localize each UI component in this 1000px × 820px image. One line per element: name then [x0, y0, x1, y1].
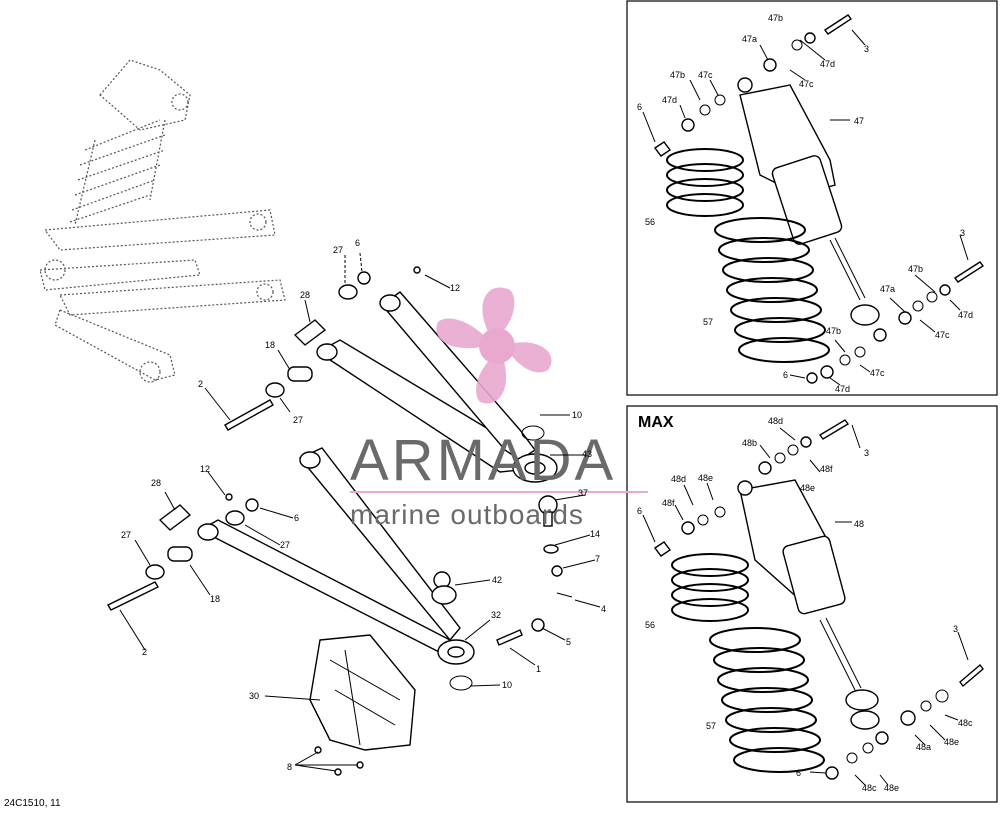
callout-6: 6: [783, 370, 788, 380]
max-spring-56: [671, 553, 749, 622]
callout-47b: 47b: [670, 70, 685, 80]
callout-10: 10: [572, 410, 582, 420]
upper-a-arm: [316, 291, 558, 483]
callout-47: 47: [854, 116, 864, 126]
watermark-propeller-logo: [436, 287, 552, 404]
callout-6: 6: [355, 238, 360, 248]
callout-6: 6: [294, 513, 299, 523]
callout-47b: 47b: [768, 13, 783, 23]
standard-shock-hardware: [653, 14, 985, 384]
standard-shock-assembly: [737, 77, 887, 342]
callout-47a: 47a: [742, 34, 757, 44]
callout-labels: 27 6 12 28 18 2 27 10 43 37 14 7 4 12 28…: [121, 13, 973, 793]
skid-plate: [309, 634, 416, 751]
callout-2: 2: [142, 647, 147, 657]
callout-47c: 47c: [870, 368, 885, 378]
callout-56: 56: [645, 217, 655, 227]
small-parts: [107, 266, 573, 776]
callout-18: 18: [210, 594, 220, 604]
callout-8: 8: [287, 762, 292, 772]
callout-47d: 47d: [820, 59, 835, 69]
callout-48f: 48f: [820, 464, 833, 474]
callout-47d: 47d: [835, 384, 850, 394]
max-shock-hardware: [653, 419, 984, 780]
lower-a-arm: [197, 447, 475, 665]
callout-48f: 48f: [662, 498, 675, 508]
callout-47c: 47c: [935, 330, 950, 340]
callout-27: 27: [333, 245, 343, 255]
callout-57: 57: [703, 317, 713, 327]
callout-6: 6: [637, 102, 642, 112]
callout-27: 27: [121, 530, 131, 540]
callout-48a: 48a: [916, 742, 931, 752]
callout-5: 5: [566, 637, 571, 647]
callout-48e: 48e: [698, 473, 713, 483]
standard-spring-56: [666, 148, 744, 217]
callout-48c: 48c: [862, 783, 877, 793]
callout-42: 42: [492, 575, 502, 585]
callout-48e: 48e: [944, 737, 959, 747]
callout-12: 12: [450, 283, 460, 293]
callout-27: 27: [293, 415, 303, 425]
callout-47d: 47d: [662, 95, 677, 105]
callout-28: 28: [300, 290, 310, 300]
callout-6: 6: [796, 768, 801, 778]
callout-2: 2: [198, 379, 203, 389]
callout-48d: 48d: [768, 416, 783, 426]
callout-27: 27: [280, 540, 290, 550]
callout-48d: 48d: [671, 474, 686, 484]
callout-37: 37: [578, 488, 588, 498]
callout-30: 30: [249, 691, 259, 701]
callout-10: 10: [502, 680, 512, 690]
callout-18: 18: [265, 340, 275, 350]
callout-43: 43: [582, 449, 592, 459]
callout-3: 3: [953, 624, 958, 634]
callout-7: 7: [595, 554, 600, 564]
standard-spring-57: [714, 217, 830, 363]
callout-56: 56: [645, 620, 655, 630]
callout-48e: 48e: [884, 783, 899, 793]
max-shock-assembly: [737, 479, 889, 745]
callout-48: 48: [854, 519, 864, 529]
leader-lines: [119, 29, 969, 786]
callout-3: 3: [960, 228, 965, 238]
assembly-ghost-view: [39, 59, 286, 383]
callout-47b: 47b: [908, 264, 923, 274]
callout-3: 3: [864, 44, 869, 54]
callout-1: 1: [536, 664, 541, 674]
callout-48c: 48c: [958, 718, 973, 728]
callout-28: 28: [151, 478, 161, 488]
callout-48e: 48e: [800, 483, 815, 493]
diagram-reference: 24C1510, 11: [4, 798, 61, 809]
callout-47d: 47d: [958, 310, 973, 320]
callout-12: 12: [200, 464, 210, 474]
watermark-tagline: marine outboards: [350, 499, 584, 530]
watermark: ARMADA marine outboards: [350, 287, 648, 530]
standard-shock-panel: [626, 0, 998, 396]
max-panel-title: MAX: [638, 414, 674, 431]
callout-3: 3: [864, 448, 869, 458]
callout-48b: 48b: [742, 438, 757, 448]
callout-57: 57: [706, 721, 716, 731]
max-shock-panel: [626, 405, 998, 803]
callout-6: 6: [637, 506, 642, 516]
max-spring-57: [709, 627, 825, 773]
callout-47c: 47c: [698, 70, 713, 80]
callout-32: 32: [491, 610, 501, 620]
callout-47b: 47b: [826, 326, 841, 336]
callout-47a: 47a: [880, 284, 895, 294]
callout-14: 14: [590, 529, 600, 539]
callout-47c: 47c: [799, 79, 814, 89]
watermark-brand: ARMADA: [350, 428, 616, 493]
callout-4: 4: [601, 604, 606, 614]
